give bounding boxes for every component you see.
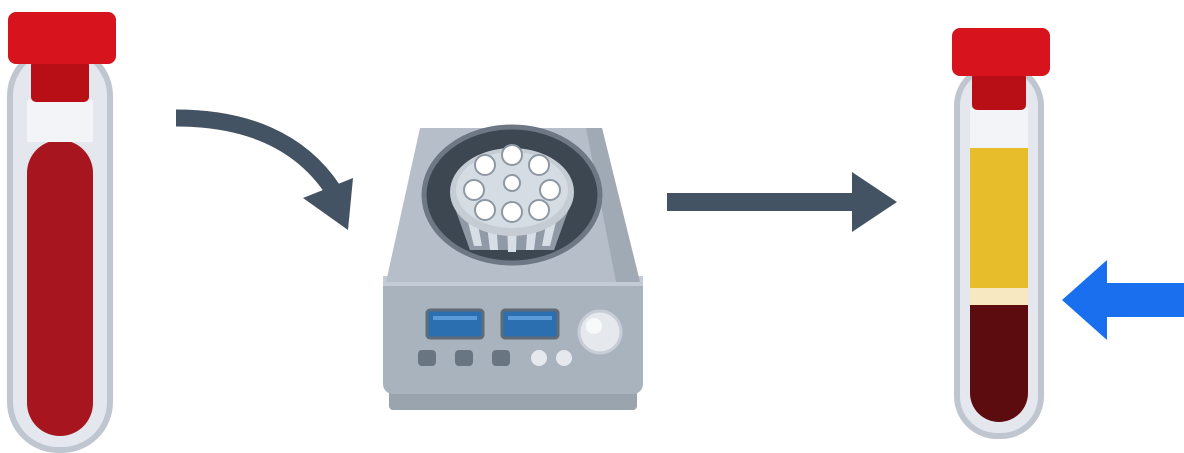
tube-label-band — [27, 100, 93, 142]
tube-cap — [8, 12, 116, 64]
straight-arrow-head — [852, 172, 897, 232]
blue-arrow-shaft — [1103, 283, 1184, 317]
display-screen-left — [427, 310, 483, 338]
curved-arrow-shaft — [176, 118, 333, 190]
display-screen-right — [502, 310, 558, 338]
tube-label-band — [970, 108, 1028, 148]
straight-arrow-shaft — [667, 193, 857, 211]
plasma-layer — [970, 146, 1028, 288]
blue-arrow-head — [1062, 260, 1107, 340]
stopper-inner — [972, 72, 1026, 110]
buffy-coat-layer — [970, 287, 1028, 305]
whole-blood-fill — [27, 140, 93, 436]
blue-pointer-arrow-icon — [1062, 260, 1184, 340]
centrifuge-machine-icon — [383, 127, 643, 410]
separated-blood-tube-icon — [952, 28, 1050, 436]
blood-collection-tube-icon — [8, 12, 116, 450]
curved-arrow-icon — [176, 118, 353, 230]
stopper-inner — [31, 60, 89, 102]
straight-arrow-icon — [667, 172, 897, 232]
tube-cap — [952, 28, 1050, 76]
control-knob — [579, 311, 621, 353]
rotor-holes — [464, 145, 560, 222]
